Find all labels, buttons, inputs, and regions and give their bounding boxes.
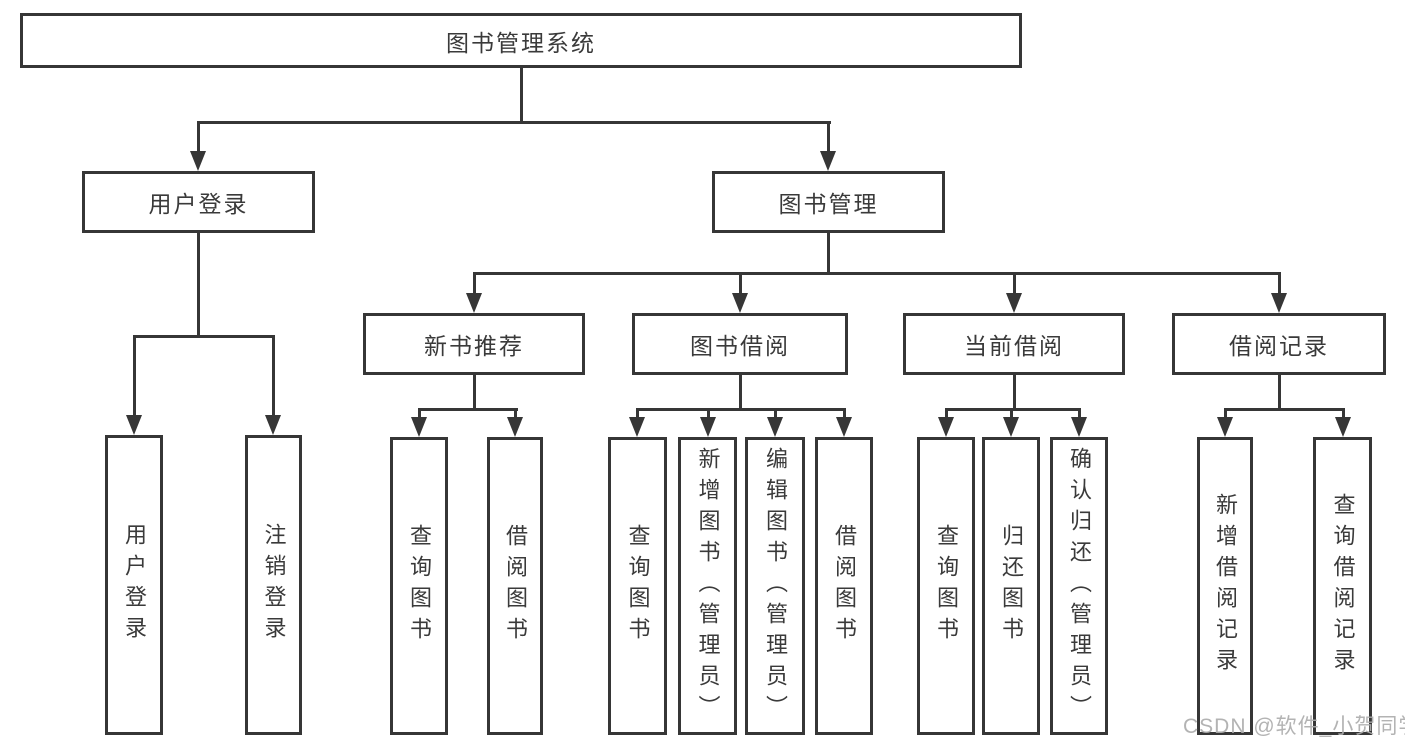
connector-line [418, 408, 518, 411]
connector-line [133, 335, 275, 338]
node-label: 图书管理系统 [446, 29, 596, 56]
connector-line [1224, 408, 1227, 418]
node-book-management: 图书管理 [712, 171, 945, 233]
arrowhead-icon [411, 417, 427, 437]
connector-line [197, 121, 200, 152]
connector-line [827, 121, 830, 152]
connector-line [473, 375, 476, 409]
connector-line [1013, 272, 1016, 294]
leaf-label: 归还图书 [999, 524, 1024, 648]
leaf-add-books-admin: 新增图书（管理员） [678, 437, 737, 735]
leaf-logout-login: 注销登录 [245, 435, 302, 735]
arrowhead-icon [265, 415, 281, 435]
connector-line [1224, 408, 1344, 411]
arrowhead-icon [1271, 293, 1287, 313]
leaf-return-books: 归还图书 [982, 437, 1040, 735]
connector-line [827, 233, 830, 274]
connector-line [1278, 272, 1281, 294]
connector-line [473, 272, 1281, 275]
connector-line [272, 335, 275, 415]
leaf-user-login: 用户登录 [105, 435, 163, 735]
connector-line [197, 233, 200, 335]
arrowhead-icon [1217, 417, 1233, 437]
leaf-label: 用户登录 [122, 523, 147, 647]
node-label: 借阅记录 [1229, 333, 1329, 359]
node-book-borrowing: 图书借阅 [632, 313, 848, 375]
leaf-confirm-return-admin: 确认归还（管理员） [1050, 437, 1108, 735]
arrowhead-icon [767, 417, 783, 437]
connector-line [1078, 408, 1081, 418]
connector-line [514, 408, 517, 418]
leaf-label: 编辑图书（管理员） [763, 446, 788, 726]
connector-line [843, 408, 846, 418]
arrowhead-icon [836, 417, 852, 437]
leaf-query-books-newbook: 查询图书 [390, 437, 448, 735]
leaf-label: 查询图书 [934, 524, 959, 648]
arrowhead-icon [126, 415, 142, 435]
connector-line [1010, 408, 1013, 418]
leaf-label: 注销登录 [261, 523, 287, 647]
node-borrowing-records: 借阅记录 [1172, 313, 1386, 375]
arrowhead-icon [1335, 417, 1351, 437]
leaf-label: 借阅图书 [832, 524, 857, 648]
connector-line [739, 272, 742, 294]
connector-line [473, 272, 476, 294]
node-current-borrowing: 当前借阅 [903, 313, 1125, 375]
connector-line [636, 408, 845, 411]
node-label: 图书借阅 [690, 333, 790, 359]
connector-line [520, 68, 523, 122]
node-label: 用户登录 [148, 191, 249, 217]
leaf-label: 确认归还（管理员） [1067, 446, 1092, 726]
leaf-label: 新增图书（管理员） [695, 446, 721, 726]
arrowhead-icon [1071, 417, 1087, 437]
connector-line [945, 408, 948, 418]
arrowhead-icon [938, 417, 954, 437]
node-library-management-system: 图书管理系统 [20, 13, 1022, 68]
arrowhead-icon [732, 293, 748, 313]
node-label: 当前借阅 [964, 333, 1064, 359]
connector-line [1278, 375, 1281, 409]
connector-line [1013, 375, 1016, 409]
connector-line [739, 375, 742, 409]
leaf-edit-books-admin: 编辑图书（管理员） [745, 437, 805, 735]
leaf-query-books-borrowing: 查询图书 [608, 437, 667, 735]
leaf-label: 新增借阅记录 [1213, 493, 1238, 679]
connector-line [774, 408, 777, 418]
node-label: 图书管理 [778, 191, 879, 217]
connector-line [1342, 408, 1345, 418]
arrowhead-icon [629, 417, 645, 437]
arrowhead-icon [507, 417, 523, 437]
csdn-watermark: CSDN @软件_小贺同学 [1183, 715, 1405, 738]
leaf-label: 查询图书 [625, 524, 651, 648]
connector-line [133, 335, 136, 415]
arrowhead-icon [1003, 417, 1019, 437]
leaf-query-borrow-record: 查询借阅记录 [1313, 437, 1372, 735]
connector-line [197, 121, 831, 124]
leaf-add-borrow-record: 新增借阅记录 [1197, 437, 1253, 735]
arrowhead-icon [466, 293, 482, 313]
leaf-label: 查询借阅记录 [1330, 493, 1356, 679]
leaf-query-books-current: 查询图书 [917, 437, 975, 735]
arrowhead-icon [700, 417, 716, 437]
leaf-borrow-books-newbook: 借阅图书 [487, 437, 543, 735]
arrowhead-icon [190, 151, 206, 171]
node-label: 新书推荐 [424, 333, 524, 359]
leaf-label: 借阅图书 [503, 524, 528, 648]
node-user-login: 用户登录 [82, 171, 315, 233]
leaf-borrow-books-borrowing: 借阅图书 [815, 437, 873, 735]
connector-line [418, 408, 421, 418]
arrowhead-icon [1006, 293, 1022, 313]
arrowhead-icon [820, 151, 836, 171]
connector-line [636, 408, 639, 418]
leaf-label: 查询图书 [407, 524, 432, 648]
node-new-book-recommend: 新书推荐 [363, 313, 585, 375]
connector-line [707, 408, 710, 418]
